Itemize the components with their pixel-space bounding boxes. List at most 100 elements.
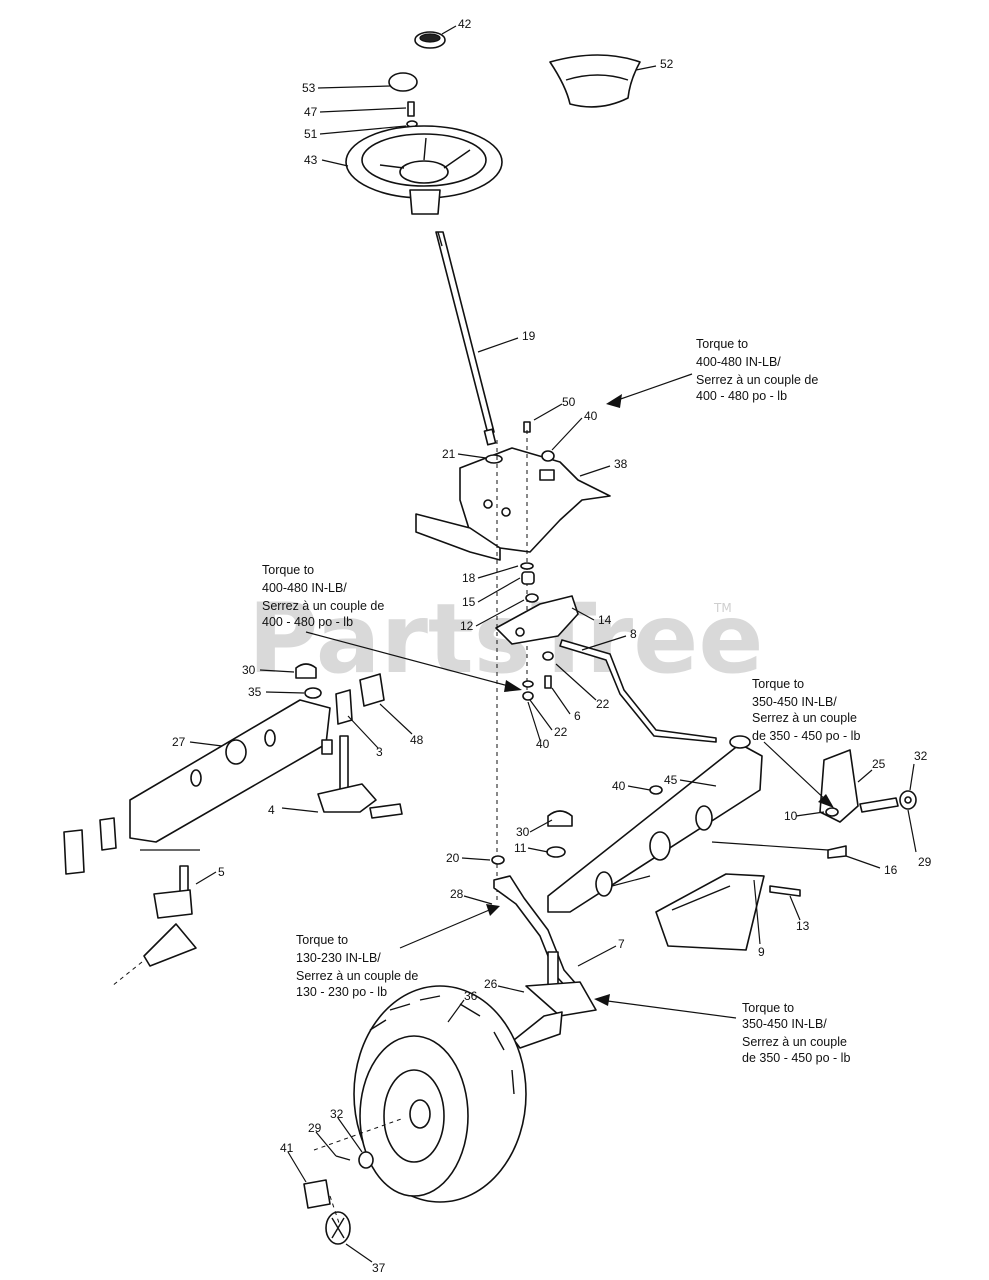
callout-40-top: 40 [584,409,598,423]
leader-lines [140,25,917,1263]
bushing-48 [359,673,385,707]
torque-note-sector: Torque to 400-480 IN-LB/ Serrez à un cou… [262,563,384,629]
callout-53: 53 [302,81,316,95]
callout-21: 21 [442,447,456,461]
torque-note-drag-link: Torque to 130-230 IN-LB/ Serrez à un cou… [296,933,418,999]
torque-note-left-spindle-line-1: Torque to [742,1001,794,1015]
insert-53 [388,72,418,92]
torque-note-plate: Torque to 400-480 IN-LB/ Serrez à un cou… [696,337,818,403]
nut-40-right [649,785,663,795]
wheel-tire-36 [353,985,527,1203]
callout-14: 14 [598,613,612,627]
steering-support-plate-38 [415,447,611,561]
cap-30-right [547,810,573,827]
torque-note-drag-link-line-2: 130-230 IN-LB/ [296,951,381,965]
torque-note-left-spindle-line-4: de 350 - 450 po - lb [742,1051,850,1065]
torque-note-right-spindle-line-1: Torque to [752,677,804,691]
callout-45: 45 [664,773,678,787]
bolt-13 [769,885,801,897]
steering-cap-42 [414,31,446,49]
left-brackets [63,817,117,875]
callout-27: 27 [172,735,186,749]
cap-30-left [295,663,317,679]
callout-labels: 42 52 53 47 51 43 19 50 40 21 38 18 15 1… [172,17,932,1275]
nut-40-mid [522,691,534,701]
callout-52: 52 [660,57,674,71]
torque-arrow-right-spindle [763,741,834,808]
callout-25: 25 [872,757,886,771]
bushing-12 [525,593,539,603]
front-axle-27 [129,699,333,843]
torque-arrow-drag-link [399,904,500,949]
pinion-gear-15 [521,571,535,585]
torque-note-sector-line-2: 400-480 IN-LB/ [262,581,347,595]
callout-7: 7 [618,937,625,951]
wheel-axis-2 [329,1195,341,1227]
callout-12: 12 [460,619,474,633]
callout-20: 20 [446,851,460,865]
callout-40-mid: 40 [536,737,550,751]
nut-20 [491,855,505,865]
torque-note-right-spindle: Torque to 350-450 IN-LB/ Serrez à un cou… [752,677,860,743]
callout-30-right: 30 [516,825,530,839]
washer-32-left [358,1151,374,1169]
callout-22-upper: 22 [596,697,610,711]
nut-40-top [541,450,555,462]
torque-note-drag-link-line-4: 130 - 230 po - lb [296,985,387,999]
front-axle-45 [547,735,763,913]
bushing-11 [546,846,566,858]
callout-9: 9 [758,945,765,959]
torque-note-drag-link-line-1: Torque to [296,933,348,947]
callout-32-left: 32 [330,1107,344,1121]
callout-11: 11 [514,841,527,855]
washer-32-right [899,790,917,810]
bolt-47 [407,101,415,117]
spindle-26 [513,951,597,1049]
torque-arrow-plate [606,373,693,408]
grease-fitting-37 [325,1211,351,1245]
torque-note-right-spindle-line-3: Serrez à un couple [752,711,857,725]
bolt-6 [544,675,552,689]
bushing-3 [335,689,353,725]
torque-note-sector-line-4: 400 - 480 po - lb [262,615,353,629]
callout-4: 4 [268,803,275,817]
callout-42: 42 [458,17,472,31]
drag-link-8 [559,639,717,743]
callout-37: 37 [372,1261,386,1275]
nut-10 [825,807,839,817]
torque-note-left-spindle-line-2: 350-450 IN-LB/ [742,1017,827,1031]
torque-note-right-spindle-line-4: de 350 - 450 po - lb [752,729,860,743]
callout-30-left: 30 [242,663,256,677]
torque-note-right-spindle-line-2: 350-450 IN-LB/ [752,695,837,709]
spacer-18 [520,562,534,570]
shield-9 [655,873,765,951]
callout-15: 15 [462,595,476,609]
torque-arrow-sector [305,631,522,692]
spindle-4 [317,735,403,819]
watermark-tm: TM [713,601,732,615]
steering-shaft-19 [435,231,497,446]
bushing-21 [485,454,503,464]
torque-note-plate-line-2: 400-480 IN-LB/ [696,355,781,369]
callout-10: 10 [784,809,798,823]
torque-note-sector-line-3: Serrez à un couple de [262,599,384,613]
bolt-16 [827,845,847,859]
torque-arrow-left-spindle [594,994,737,1019]
callout-13: 13 [796,919,810,933]
callout-35: 35 [248,685,262,699]
callout-40-right: 40 [612,779,626,793]
torque-note-left-spindle: Torque to 350-450 IN-LB/ Serrez à un cou… [742,1001,850,1065]
bushing-35 [304,687,322,699]
callout-36: 36 [464,989,478,1003]
pin-29-left [335,1155,351,1161]
washer-22-lower [522,680,534,688]
torque-note-sector-line-1: Torque to [262,563,314,577]
torque-note-left-spindle-line-3: Serrez à un couple [742,1035,847,1049]
callout-16: 16 [884,863,898,877]
callout-22-lower: 22 [554,725,568,739]
callout-32-right: 32 [914,749,928,763]
callout-38: 38 [614,457,628,471]
torque-note-drag-link-line-3: Serrez à un couple de [296,969,418,983]
callout-6: 6 [574,709,581,723]
